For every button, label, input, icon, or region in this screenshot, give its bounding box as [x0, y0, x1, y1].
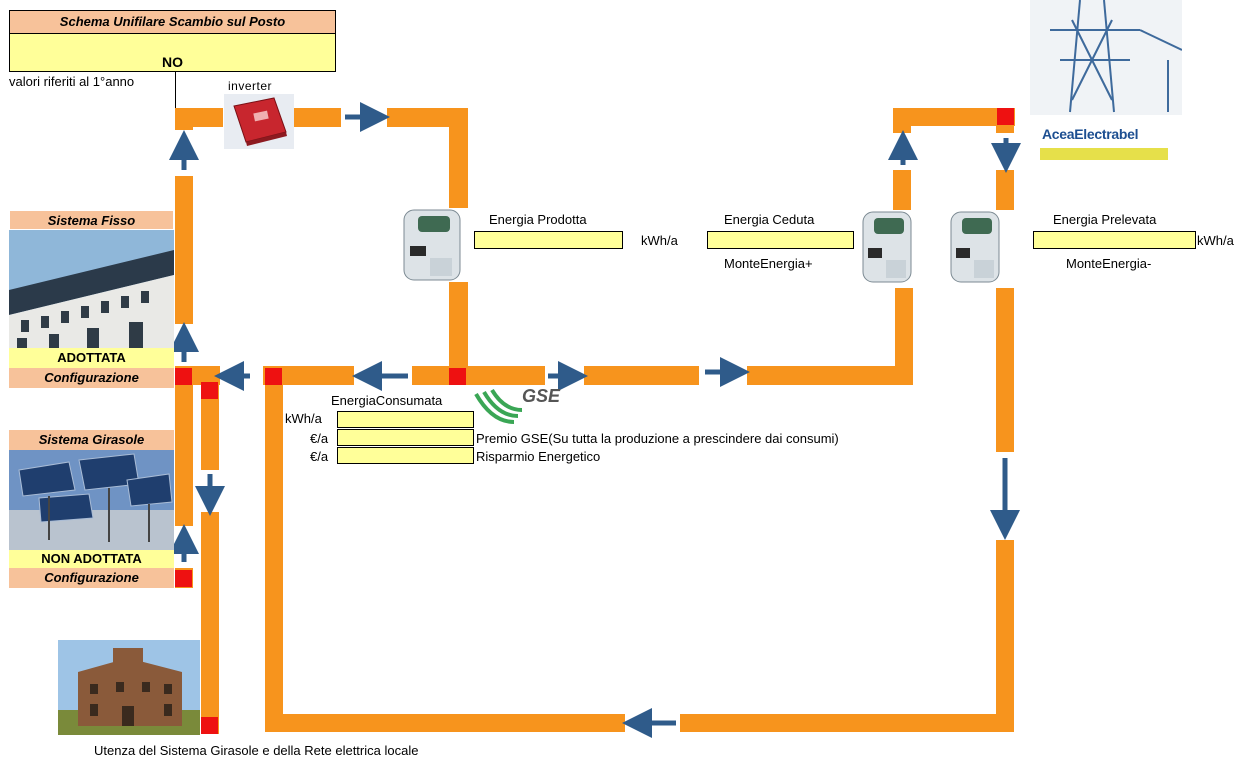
header-value: NO [162, 54, 183, 70]
year-note: valori riferiti al 1°anno [9, 74, 135, 89]
risparmio-label: Risparmio Energetico [476, 449, 601, 464]
fisso-status: ADOTTATA [9, 348, 174, 368]
junction-node [201, 382, 218, 399]
energia-ceduta-field[interactable] [707, 231, 854, 249]
junction-node [265, 368, 282, 385]
girasole-image [9, 450, 174, 550]
energia-prodotta-unit: kWh/a [641, 233, 678, 248]
energia-consumata-label: EnergiaConsumata [331, 393, 443, 408]
header-title: Schema Unifilare Scambio sul Posto [10, 11, 335, 34]
girasole-status: NON ADOTTATA [9, 550, 174, 568]
premio-gse-label: Premio GSE(Su tutta la produzione a pres… [476, 431, 839, 446]
risparmio-unit: €/a [310, 449, 329, 464]
energia-consumata-field[interactable] [337, 411, 474, 428]
energy-meter-icon [400, 206, 465, 284]
energia-ceduta-label: Energia Ceduta [724, 212, 815, 227]
acea-logo-text: AceaElectrabel [1042, 126, 1139, 142]
energia-prelevata-unit: kWh/a [1197, 233, 1234, 248]
gse-logo-text: GSE [522, 386, 561, 406]
energia-prodotta-label: Energia Prodotta [489, 212, 587, 227]
energia-consumata-unit: kWh/a [285, 411, 322, 426]
monte-energia-plus: MonteEnergia+ [724, 256, 813, 271]
header-panel: Schema Unifilare Scambio sul Posto NO [9, 10, 336, 72]
girasole-config[interactable]: Configurazione [9, 568, 174, 588]
gse-logo: GSE [474, 386, 574, 428]
girasole-title: Sistema Girasole [9, 430, 174, 450]
risparmio-field[interactable] [337, 447, 474, 464]
energia-prelevata-label: Energia Prelevata [1053, 212, 1157, 227]
energia-prelevata-field[interactable] [1033, 231, 1196, 249]
energy-meter-icon [860, 208, 915, 286]
junction-node [201, 717, 218, 734]
premio-gse-unit: €/a [310, 431, 329, 446]
junction-node [449, 368, 466, 385]
junction-node [175, 368, 192, 385]
house-caption: Utenza del Sistema Girasole e della Rete… [94, 743, 419, 758]
header-divider [175, 72, 176, 108]
energia-prodotta-field[interactable] [474, 231, 623, 249]
house-image [58, 640, 200, 735]
fisso-image [9, 230, 174, 348]
inverter-icon [224, 94, 294, 149]
inverter-label: inverter [228, 79, 273, 93]
acea-electrabel-logo: AceaElectrabel [1030, 0, 1182, 160]
junction-node [175, 570, 192, 587]
energy-meter-icon [948, 208, 1003, 286]
fisso-config[interactable]: Configurazione [9, 368, 174, 388]
junction-node [997, 108, 1014, 125]
monte-energia-minus: MonteEnergia- [1066, 256, 1152, 271]
premio-gse-field[interactable] [337, 429, 474, 446]
fisso-title: Sistema Fisso [9, 210, 174, 230]
